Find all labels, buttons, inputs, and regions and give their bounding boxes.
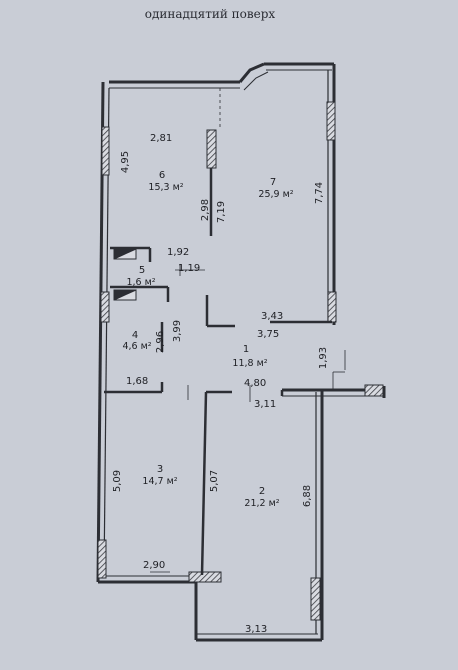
dim-3-75: 3,75 (257, 329, 279, 340)
dim-1-92: 1,92 (167, 247, 189, 258)
dim-5-07: 5,07 (209, 470, 220, 492)
dim-2-98: 2,98 (200, 199, 211, 221)
dim-7-74: 7,74 (314, 182, 325, 204)
room-4-area: 4,6 м² (122, 341, 151, 352)
dim-1-93: 1,93 (318, 347, 329, 369)
bath-fixtures (113, 248, 137, 301)
dim-3-43: 3,43 (261, 311, 283, 322)
exterior-walls (96, 62, 386, 642)
dim-2-90: 2,90 (143, 560, 165, 571)
room-labels: 6 15,3 м² 7 25,9 м² 5 1,6 м² 4 4,6 м² 1 … (122, 170, 293, 509)
room-4-number: 4 (132, 330, 138, 341)
floor-title: одинадцятий поверх (144, 7, 276, 21)
room-2-area: 21,2 м² (244, 498, 279, 509)
dimension-labels: 2,81 4,95 2,98 7,19 7,74 1,92 1,19 3,43 … (112, 133, 329, 635)
room-2-number: 2 (259, 486, 265, 497)
room-7-number: 7 (270, 177, 276, 188)
dim-2-96: 2,96 (155, 331, 166, 353)
room-6-area: 15,3 м² (148, 182, 183, 193)
room-3-area: 14,7 м² (142, 476, 177, 487)
room-1-number: 1 (243, 344, 249, 355)
room-6-number: 6 (159, 170, 165, 181)
room-5-number: 5 (139, 265, 145, 276)
dim-3-11: 3,11 (254, 399, 276, 410)
dim-1-19: 1,19 (178, 263, 200, 274)
room-5-area: 1,6 м² (126, 277, 155, 288)
dim-3-99: 3,99 (172, 320, 183, 342)
interior-walls (104, 168, 332, 576)
dim-3-13: 3,13 (245, 624, 267, 635)
room-1-area: 11,8 м² (232, 358, 267, 369)
dim-6-88: 6,88 (302, 485, 313, 507)
dim-1-68: 1,68 (126, 376, 148, 387)
dim-2-81: 2,81 (150, 133, 172, 144)
dim-4-95: 4,95 (120, 151, 131, 173)
detail-lines (150, 88, 346, 573)
dim-5-09: 5,09 (112, 470, 123, 492)
room-3-number: 3 (157, 464, 163, 475)
room-7-area: 25,9 м² (258, 189, 293, 200)
dim-7-19: 7,19 (216, 201, 227, 223)
dim-4-80: 4,80 (244, 378, 266, 389)
